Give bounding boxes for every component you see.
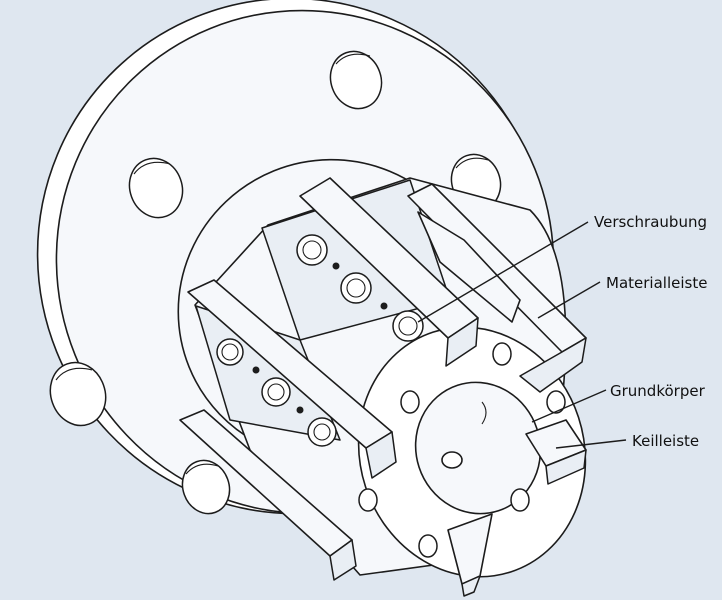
label-materialleiste: Materialleiste <box>606 274 707 292</box>
blade-right <box>525 419 587 485</box>
screw-socket <box>398 316 418 336</box>
leader-verschraubung <box>417 221 589 323</box>
screw-socket <box>221 343 239 361</box>
materialleiste-bottom-end <box>461 575 481 597</box>
screw-socket <box>313 423 331 441</box>
label-grundkoerper: Grundkörper <box>610 382 706 400</box>
bolt-hole-depth <box>133 161 171 175</box>
blade-bottom <box>447 513 493 597</box>
screws-top-row <box>296 234 424 342</box>
face-hole <box>510 488 530 512</box>
keilleiste-top-end <box>445 317 479 367</box>
materialleiste-top-end <box>519 337 587 393</box>
leader-lines <box>417 221 627 449</box>
front-face-holes <box>358 342 566 558</box>
leader-materialleiste <box>537 281 601 319</box>
leader-grundkoerper <box>531 389 607 423</box>
center-bore <box>441 451 463 469</box>
face-hole <box>400 390 420 414</box>
screw-head <box>307 417 337 447</box>
keilleiste-left-end <box>365 431 397 479</box>
grub-screw <box>252 366 260 374</box>
grub-screw <box>380 302 388 310</box>
screw-socket <box>302 240 322 260</box>
screw-socket <box>346 278 366 298</box>
bolt-hole-depth <box>55 367 93 381</box>
face-hole <box>358 488 378 512</box>
bolt-hole <box>49 361 107 427</box>
center-recess <box>414 381 542 515</box>
flange-bolt-holes <box>49 50 502 515</box>
bolt-hole <box>128 157 184 219</box>
screw-head <box>296 234 328 266</box>
screw-socket <box>267 383 285 401</box>
screw-head <box>340 272 372 304</box>
grub-screw <box>332 262 340 270</box>
keilleiste-right-end <box>545 449 587 485</box>
face-hole <box>418 534 438 558</box>
bolt-hole-depth <box>185 463 219 475</box>
screw-head <box>261 377 291 407</box>
screw-head <box>392 310 424 342</box>
label-keilleiste: Keilleiste <box>632 432 699 450</box>
materialleiste-top-face <box>417 211 521 323</box>
bolt-hole-depth <box>455 157 489 169</box>
bolt-hole <box>181 459 231 515</box>
leader-keilleiste <box>555 439 627 449</box>
bolt-hole <box>329 50 383 110</box>
screws-left-row <box>216 338 337 447</box>
materialleiste-left-end <box>329 539 357 581</box>
screw-head <box>216 338 244 366</box>
labels: Verschraubung Materialleiste Grundkörper… <box>594 213 707 450</box>
recess-notch <box>481 401 487 425</box>
face-hole <box>546 390 566 414</box>
grub-screw <box>296 406 304 414</box>
blade-top <box>299 177 587 393</box>
bolt-hole-depth <box>335 53 371 65</box>
label-verschraubung: Verschraubung <box>594 213 707 231</box>
blade-left <box>179 279 397 581</box>
face-hole <box>492 342 512 366</box>
